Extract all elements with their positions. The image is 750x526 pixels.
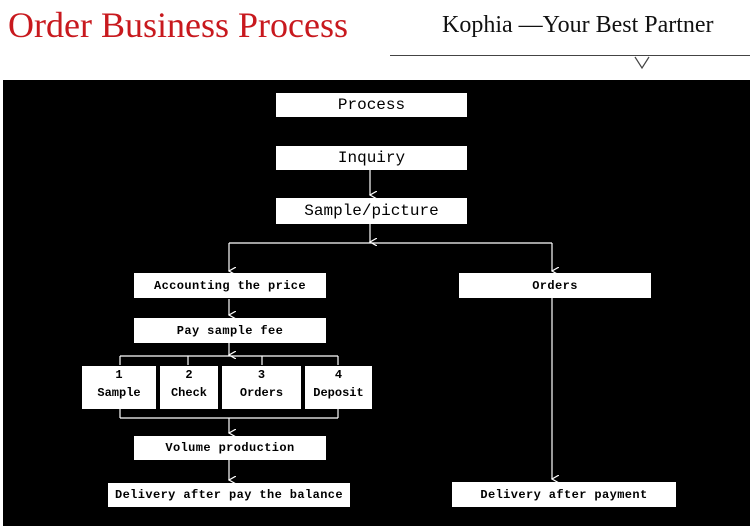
step-orders-box: 3 Orders [222, 366, 301, 409]
sample-picture-box: Sample/picture [276, 198, 467, 224]
step-number: 2 [185, 368, 193, 382]
volume-production-box: Volume production [134, 436, 326, 460]
step-deposit-box: 4 Deposit [305, 366, 372, 409]
orders-box: Orders [459, 273, 651, 298]
header-divider [390, 55, 750, 56]
step-label: Check [170, 386, 207, 400]
delivery-balance-box: Delivery after pay the balance [108, 483, 350, 507]
step-label: Deposit [313, 386, 364, 400]
slogan: Kophia —Your Best Partner [442, 12, 714, 38]
chevron-down-icon [634, 56, 650, 70]
step-number: 4 [334, 368, 343, 382]
inquiry-box: Inquiry [276, 146, 467, 170]
step-label: Sample [97, 386, 141, 400]
accounting-price-box: Accounting the price [134, 273, 326, 298]
process-box: Process [276, 93, 467, 117]
pay-sample-fee-box: Pay sample fee [134, 318, 326, 343]
delivery-payment-box: Delivery after payment [452, 482, 676, 507]
page-title: Order Business Process [8, 5, 348, 45]
step-number: 1 [115, 368, 123, 382]
step-check-box: 2 Check [160, 366, 218, 409]
step-sample-box: 1 Sample [82, 366, 156, 409]
step-label: Orders [239, 386, 284, 400]
header-bar: Order Business Process Kophia —Your Best… [0, 0, 750, 70]
step-number: 3 [257, 368, 266, 382]
